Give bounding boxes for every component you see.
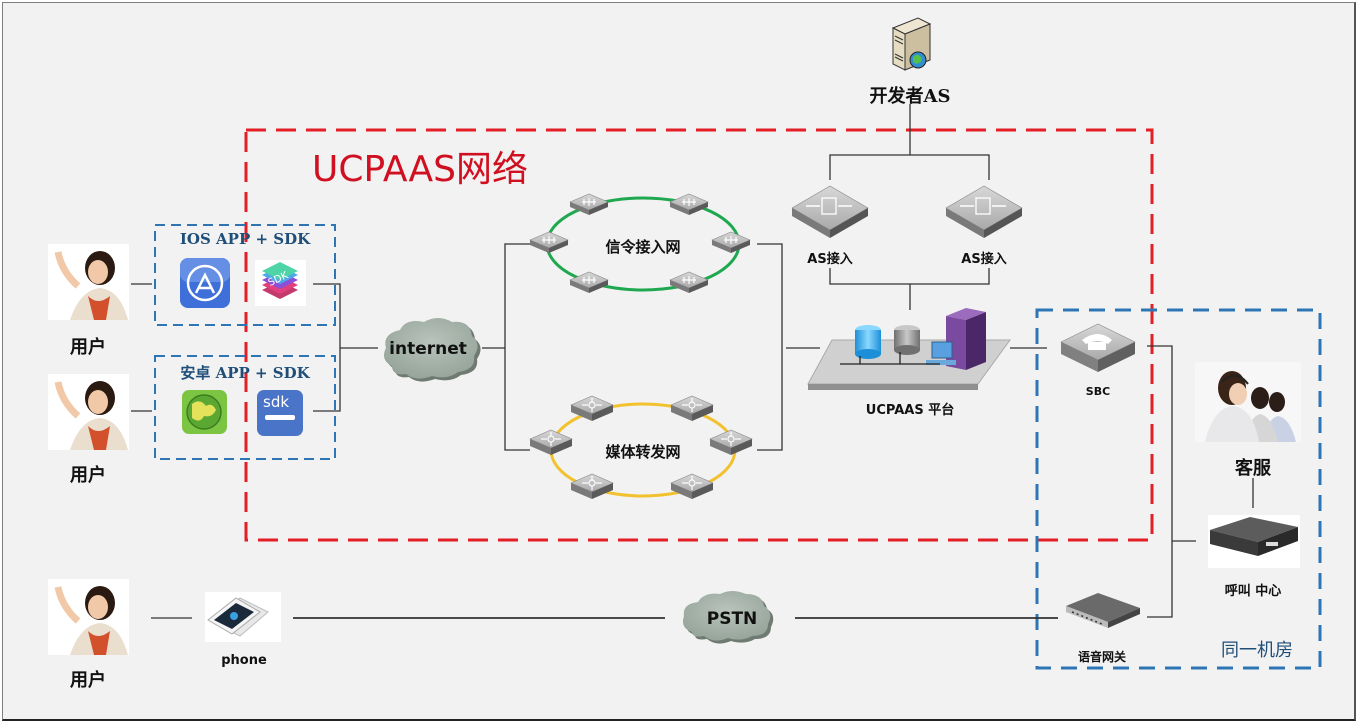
ios-app-box — [154, 224, 336, 326]
sdk-layers-icon — [255, 260, 306, 306]
ucpaas-platform-icon — [807, 308, 1011, 390]
developer-server-icon — [891, 17, 932, 71]
same-room-box — [1035, 308, 1322, 670]
ucpaas-network-title: UCPAAS网络 — [312, 149, 529, 190]
wrench-icon — [265, 415, 295, 420]
android-app-box — [154, 355, 336, 460]
user-avatar-1 — [48, 244, 129, 320]
as-access-label-1: AS接入 — [807, 252, 853, 267]
user-avatar-2 — [48, 374, 129, 450]
ucpaas-boundary — [244, 128, 1154, 542]
voice-gateway-icon — [1066, 593, 1140, 628]
user-label-1: 用户 — [70, 337, 106, 358]
customer-service-photo — [1195, 362, 1301, 442]
user-label-3: 用户 — [70, 670, 106, 691]
sdk-wrench-text: sdk — [263, 393, 290, 411]
sdk-wrench-icon — [257, 390, 303, 436]
pstn-cloud-icon — [683, 591, 774, 644]
sbc-label: SBC — [1085, 385, 1111, 398]
app-store-icon — [180, 258, 230, 308]
pstn-label: PSTN — [706, 609, 758, 629]
same-room-label: 同一机房 — [1221, 640, 1293, 661]
developer-as-label: 开发者AS — [869, 86, 951, 107]
voice-gateway-label: 语音网关 — [1077, 650, 1127, 664]
media-network-label: 媒体转发网 — [605, 443, 681, 461]
as-access-label-2: AS接入 — [961, 252, 1007, 267]
call-center-label: 呼叫 中心 — [1224, 584, 1282, 599]
internet-cloud-icon — [384, 318, 481, 382]
android-app-group-title: 安卓 APP + SDK — [180, 364, 310, 382]
signaling-network-label: 信令接入网 — [605, 238, 681, 256]
ucpaas-platform-label: UCPAAS 平台 — [865, 403, 955, 418]
phone-icon — [205, 592, 281, 642]
android-puzzle-icon — [182, 390, 227, 434]
customer-service-label: 客服 — [1235, 458, 1271, 479]
call-center-icon — [1208, 515, 1300, 568]
user-avatar-3 — [48, 579, 129, 655]
sbc-device-icon — [1060, 323, 1136, 372]
user-label-2: 用户 — [70, 465, 106, 486]
phone-label: phone — [221, 653, 267, 668]
as-access-device-icon — [945, 185, 1023, 238]
internet-label: internet — [389, 339, 467, 359]
ios-app-group-title: IOS APP + SDK — [179, 230, 311, 248]
as-access-device-icon — [791, 185, 869, 238]
